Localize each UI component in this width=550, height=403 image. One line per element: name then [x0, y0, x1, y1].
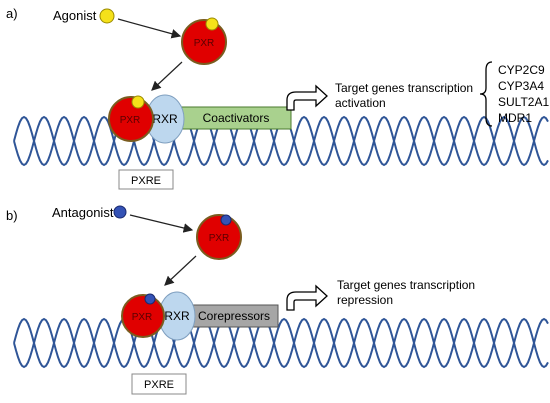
antagonist-label: Antagonist [52, 205, 114, 220]
pxre-box-b [131, 373, 187, 395]
gene-2: CYP3A4 [498, 79, 544, 93]
transcription-arrow-b-icon [286, 284, 328, 311]
outcome-a-line1: Target genes transcription [335, 81, 473, 95]
bound-agonist-dna-icon [131, 95, 145, 109]
agonist-binding-arrow [117, 18, 182, 39]
pxre-label-b: PXRE [144, 379, 174, 391]
pxr-free-b-label: PXR [209, 233, 230, 244]
gene-4: MDR1 [498, 111, 532, 125]
dna-b-strand-1 [13, 317, 549, 369]
pxr-bound-b [121, 294, 165, 338]
panel-b: b) Antagonist PXR Corepressors RXR PXR P… [6, 205, 549, 395]
agonist-label: Agonist [53, 8, 97, 23]
outcome-b-line1: Target genes transcription [337, 278, 475, 292]
pxr-bound-b-label: PXR [132, 312, 153, 323]
gene-1: CYP2C9 [498, 63, 545, 77]
pxr-translocation-arrow-a [151, 61, 183, 91]
antagonist-ligand-icon [113, 205, 127, 219]
rxr-a-label: RXR [152, 112, 178, 126]
dna-helix-b [13, 317, 549, 369]
bound-agonist-icon [205, 17, 219, 31]
bound-antagonist-icon [220, 214, 232, 226]
dna-b-strand-2 [13, 317, 549, 369]
dna-a-strand-2 [13, 115, 549, 167]
gene-3: SULT2A1 [498, 95, 549, 109]
pxr-free-a [181, 19, 227, 65]
pxre-box-a [118, 169, 174, 190]
gene-list-bracket [479, 61, 493, 127]
pxr-translocation-arrow-b [164, 255, 197, 286]
outcome-a-line2: activation [335, 96, 386, 110]
pxr-bound-a-label: PXR [120, 115, 141, 126]
pxr-free-b [196, 214, 242, 260]
agonist-ligand-icon [99, 8, 115, 24]
outcome-b-line2: repression [337, 293, 393, 307]
panel-a-label: a) [6, 6, 18, 21]
transcription-arrow-a-icon [286, 84, 328, 111]
bound-antagonist-dna-icon [144, 293, 156, 305]
rxr-b-label: RXR [164, 309, 190, 323]
coactivators-label: Coactivators [203, 111, 270, 125]
panel-a: a) Agonist PXR Coactivators RXR PXR PXRE… [6, 6, 549, 190]
antagonist-binding-arrow [129, 214, 194, 233]
pxre-label-a: PXRE [131, 175, 161, 187]
corepressors-label: Corepressors [198, 309, 270, 323]
panel-b-label: b) [6, 208, 18, 223]
pxr-free-a-label: PXR [194, 38, 215, 49]
pxr-bound-a [108, 96, 154, 142]
